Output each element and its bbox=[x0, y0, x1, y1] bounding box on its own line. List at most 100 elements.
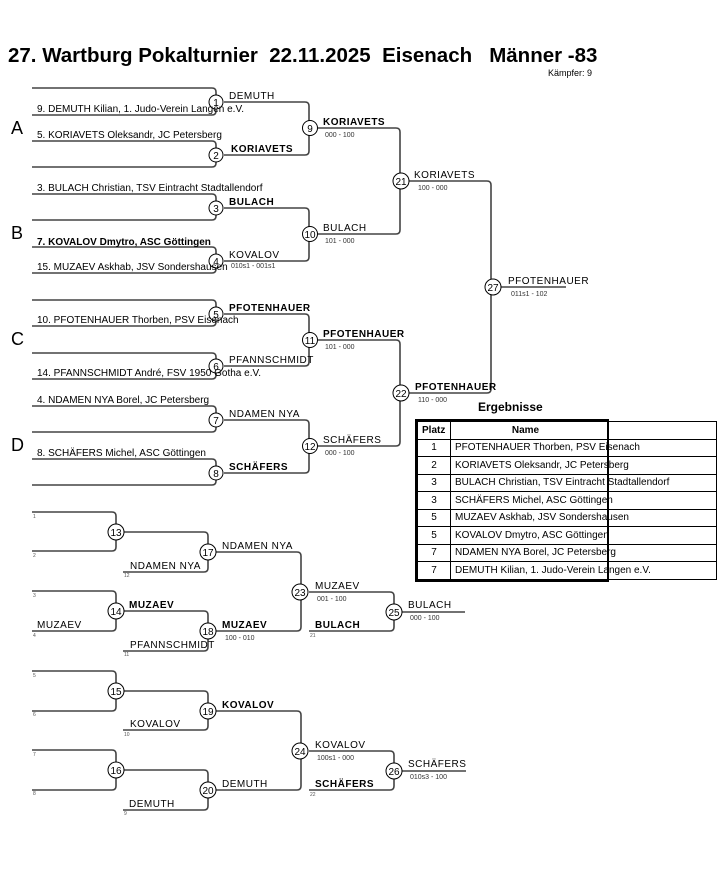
match-number-14: 14 bbox=[110, 607, 122, 618]
match7-top-name: NDAMEN NYA bbox=[229, 409, 300, 420]
match-circle-2[interactable] bbox=[208, 147, 224, 163]
match-number-16: 16 bbox=[110, 766, 122, 777]
match-circle-11[interactable] bbox=[302, 332, 318, 348]
results-title: Ergebnisse bbox=[478, 400, 543, 414]
match-number-26: 26 bbox=[388, 767, 400, 778]
match-circle-21[interactable] bbox=[392, 172, 410, 190]
repechage-lines bbox=[32, 511, 466, 811]
results-place: 7 bbox=[417, 543, 451, 562]
match27-score: 011s1 - 102 bbox=[511, 291, 548, 298]
match-number-21: 21 bbox=[395, 177, 407, 188]
m17-bottom-name: NDAMEN NYA bbox=[130, 561, 201, 572]
entry-kovalov[interactable]: 7. KOVALOV Dmytro, ASC Göttingen bbox=[37, 237, 211, 248]
pool-letter-c: C bbox=[11, 329, 24, 349]
match-circle-23[interactable] bbox=[291, 583, 309, 601]
match1-top-name: DEMUTH bbox=[229, 91, 275, 102]
bracket: A B C D bbox=[11, 87, 589, 817]
match-number-20: 20 bbox=[202, 786, 214, 797]
m17-winner: NDAMEN NYA bbox=[222, 541, 293, 552]
match-circle-7[interactable] bbox=[208, 412, 224, 428]
match4-bottom-name: KOVALOV bbox=[229, 250, 280, 261]
m23-bottom-name: BULACH bbox=[315, 620, 360, 631]
match-circle-10[interactable] bbox=[302, 226, 318, 242]
match-circle-9[interactable] bbox=[302, 120, 318, 136]
match-number-9: 9 bbox=[307, 124, 313, 135]
match-circle-22[interactable] bbox=[392, 384, 410, 402]
match-number-12: 12 bbox=[304, 442, 316, 453]
match-circle-25[interactable] bbox=[385, 603, 403, 621]
match-circle-8[interactable] bbox=[208, 465, 224, 481]
match6-bottom-name: PFANNSCHMIDT bbox=[229, 355, 314, 366]
m20-bottom-name: DEMUTH bbox=[129, 799, 175, 810]
results-name: KOVALOV Dmytro, ASC Göttingen bbox=[450, 526, 717, 545]
match-number-18: 18 bbox=[202, 627, 214, 638]
match5-top-name: PFOTENHAUER bbox=[229, 303, 311, 314]
match-number-4: 4 bbox=[213, 257, 219, 268]
m25-score: 000 - 100 bbox=[410, 615, 440, 622]
m18-winner: MUZAEV bbox=[222, 620, 267, 631]
match-circle-3[interactable] bbox=[208, 200, 224, 216]
m19-bottom-name: KOVALOV bbox=[130, 719, 181, 730]
page-title: 27. Wartburg Pokalturnier 22.11.2025 Eis… bbox=[8, 44, 598, 67]
match-circle-1[interactable] bbox=[208, 94, 224, 110]
entry-koriavets[interactable]: 5. KORIAVETS Oleksandr, JC Petersberg bbox=[37, 130, 222, 141]
match8-bottom-name: SCHÄFERS bbox=[229, 460, 288, 473]
match-circle-4[interactable] bbox=[208, 253, 224, 269]
results-header-row: Platz Name bbox=[417, 421, 717, 440]
match-circle-13[interactable] bbox=[107, 523, 125, 541]
entry-demuth[interactable]: 9. DEMUTH Kilian, 1. Judo-Verein Langen … bbox=[37, 104, 244, 115]
pool-letter-d: D bbox=[11, 435, 24, 455]
entry-muzaev[interactable]: 15. MUZAEV Askhab, JSV Sondershausen bbox=[37, 262, 228, 273]
match2-bottom-name: KORIAVETS bbox=[231, 144, 293, 155]
match-circle-14[interactable] bbox=[107, 602, 125, 620]
entry-pfotenhauer[interactable]: 10. PFOTENHAUER Thorben, PSV Eisenach bbox=[37, 315, 239, 326]
match-circle-20[interactable] bbox=[199, 781, 217, 799]
match27-winner: PFOTENHAUER bbox=[508, 276, 589, 287]
match-circle-15[interactable] bbox=[107, 682, 125, 700]
match-number-25: 25 bbox=[388, 608, 400, 619]
results-name: MUZAEV Askhab, JSV Sondershausen bbox=[450, 508, 717, 527]
match-circle-18[interactable] bbox=[199, 622, 217, 640]
m18-top-name: MUZAEV bbox=[129, 600, 174, 611]
m20-winner: DEMUTH bbox=[222, 779, 268, 790]
results-name: DEMUTH Kilian, 1. Judo-Verein Langen e.V… bbox=[450, 561, 717, 580]
repechage-origin-4: 4 bbox=[33, 633, 36, 639]
match-number-7: 7 bbox=[213, 416, 219, 427]
match-circle-5[interactable] bbox=[208, 306, 224, 322]
m18-score: 100 - 010 bbox=[225, 635, 255, 642]
match-number-2: 2 bbox=[213, 151, 219, 162]
match-circle-16[interactable] bbox=[107, 761, 125, 779]
match22-winner: PFOTENHAUER bbox=[415, 382, 497, 393]
round3-lines bbox=[318, 127, 401, 447]
match10-score: 101 - 000 bbox=[325, 238, 355, 245]
match21-score: 100 - 000 bbox=[418, 185, 448, 192]
entry-ndamen-nya[interactable]: 4. NDAMEN NYA Borel, JC Petersberg bbox=[37, 395, 209, 406]
repechage-origin-10: 10 bbox=[124, 732, 130, 738]
match21-winner: KORIAVETS bbox=[414, 170, 475, 181]
match-number-5: 5 bbox=[213, 310, 219, 321]
match-circle-27[interactable] bbox=[484, 278, 502, 296]
match-circle-6[interactable] bbox=[208, 358, 224, 374]
m23-score: 001 - 100 bbox=[317, 596, 347, 603]
match-circles bbox=[107, 94, 502, 799]
entry-pfannschmidt[interactable]: 14. PFANNSCHMIDT André, FSV 1950 Gotha e… bbox=[37, 368, 261, 379]
match-number-13: 13 bbox=[110, 528, 122, 539]
repechage-origin-1: 1 bbox=[33, 514, 36, 520]
match-number-24: 24 bbox=[294, 747, 306, 758]
repechage-origin-21: 21 bbox=[310, 633, 316, 639]
match-circle-12[interactable] bbox=[302, 438, 318, 454]
entry-bulach[interactable]: 3. BULACH Christian, TSV Eintracht Stadt… bbox=[37, 183, 263, 194]
match-circle-17[interactable] bbox=[199, 543, 217, 561]
entry-schaefers[interactable]: 8. SCHÄFERS Michel, ASC Göttingen bbox=[37, 447, 206, 459]
fighters-count: Kämpfer: 9 bbox=[548, 68, 593, 78]
repechage-origin-9: 9 bbox=[124, 811, 127, 817]
match-circle-24[interactable] bbox=[291, 742, 309, 760]
match-circle-26[interactable] bbox=[385, 762, 403, 780]
match-circle-19[interactable] bbox=[199, 702, 217, 720]
